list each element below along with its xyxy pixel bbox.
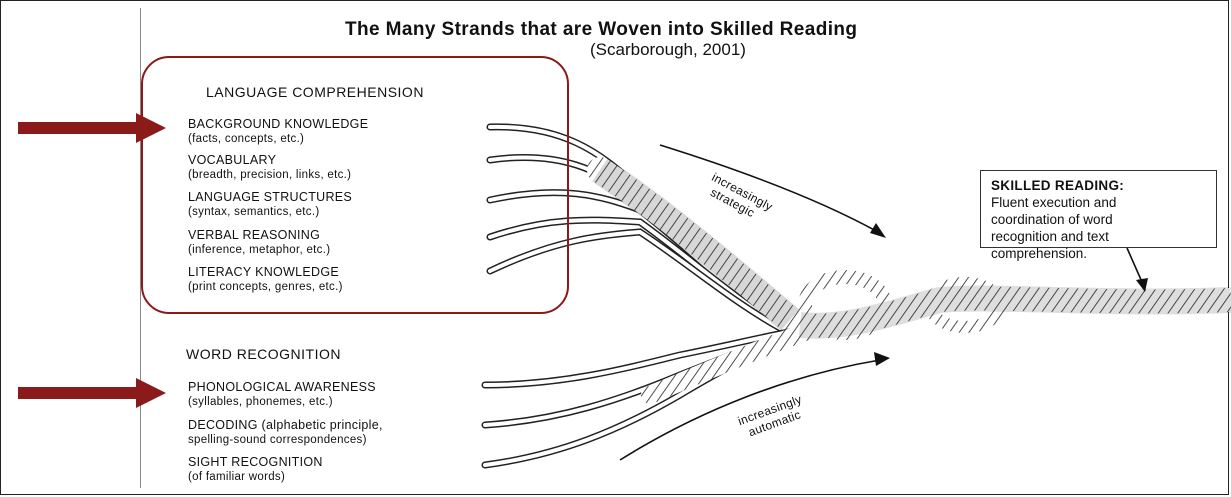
strand-detail: spelling-sound correspondences) [188,433,383,448]
strand-name: VOCABULARY [188,153,351,168]
strand-name: LITERACY KNOWLEDGE [188,265,343,280]
strand-vocabulary: VOCABULARY (breadth, precision, links, e… [188,153,351,183]
red-arrow-icon [18,378,168,408]
strand-verbal-reasoning: VERBAL REASONING (inference, metaphor, e… [188,228,330,258]
skilled-reading-line: Fluent execution and [991,194,1216,211]
diagram-title: The Many Strands that are Woven into Ski… [345,19,857,41]
strand-detail: (syntax, semantics, etc.) [188,205,352,220]
strand-detail: (of familiar words) [188,470,323,485]
strand-detail: (syllables, phonemes, etc.) [188,395,376,410]
word-recognition-heading: WORD RECOGNITION [186,346,341,362]
strand-literacy-knowledge: LITERACY KNOWLEDGE (print concepts, genr… [188,265,343,295]
strand-decoding: DECODING (alphabetic principle, spelling… [188,418,383,448]
skilled-reading-line: recognition and text [991,228,1216,245]
skilled-reading-box: SKILLED READING: Fluent execution and co… [980,170,1217,248]
strand-detail: (breadth, precision, links, etc.) [188,168,351,183]
red-arrow-icon [18,113,168,143]
strand-name: DECODING (alphabetic principle, [188,418,383,433]
skilled-reading-line: comprehension. [991,245,1216,262]
skilled-reading-title: SKILLED READING: [991,177,1216,194]
strand-detail: (print concepts, genres, etc.) [188,280,343,295]
language-comprehension-heading: LANGUAGE COMPREHENSION [206,84,424,100]
strand-name: PHONOLOGICAL AWARENESS [188,380,376,395]
strand-detail: (inference, metaphor, etc.) [188,243,330,258]
strand-name: BACKGROUND KNOWLEDGE [188,117,368,132]
strand-name: LANGUAGE STRUCTURES [188,190,352,205]
skilled-reading-line: coordination of word [991,211,1216,228]
strand-background-knowledge: BACKGROUND KNOWLEDGE (facts, concepts, e… [188,117,368,147]
strand-name: VERBAL REASONING [188,228,330,243]
strand-name: SIGHT RECOGNITION [188,455,323,470]
strand-sight-recognition: SIGHT RECOGNITION (of familiar words) [188,455,323,485]
strand-phonological-awareness: PHONOLOGICAL AWARENESS (syllables, phone… [188,380,376,410]
strand-detail: (facts, concepts, etc.) [188,132,368,147]
strand-language-structures: LANGUAGE STRUCTURES (syntax, semantics, … [188,190,352,220]
diagram-citation: (Scarborough, 2001) [590,40,746,60]
